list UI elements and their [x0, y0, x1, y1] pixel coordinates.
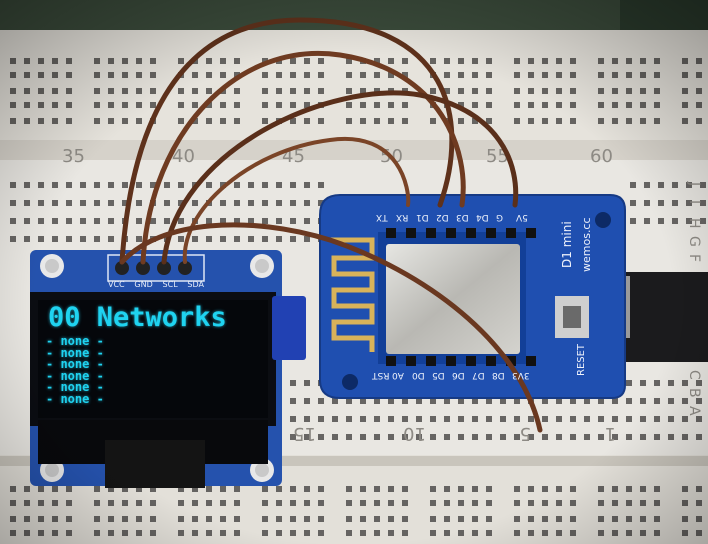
d1-pin-label: D8	[492, 370, 505, 380]
oled-headline: 00 Networks	[48, 302, 227, 333]
d1-pin-label: RX	[396, 212, 409, 222]
d1-pin-label: D1	[416, 212, 429, 222]
oled-network-line: - none -	[46, 357, 104, 371]
d1-pin-label: D4	[476, 212, 489, 222]
oled-network-line: - none -	[46, 391, 104, 406]
d1-brand-line1: D1 mini	[560, 221, 574, 268]
d1-pin-label: D3	[456, 212, 469, 222]
oled-pin-label: VCC	[108, 280, 125, 289]
d1-pin-label: D6	[452, 370, 465, 380]
oled-network-line: - none -	[46, 368, 104, 383]
oled-pin-label: SCL	[162, 280, 178, 289]
d1-pin-label: D2	[436, 212, 449, 222]
oled-pin-label: SDA	[187, 280, 204, 289]
d1-pin-label: D5	[432, 370, 445, 380]
d1-pin-label: G	[496, 212, 503, 222]
d1-pin-label: D0	[412, 370, 425, 380]
d1-pin-label: 5V	[516, 212, 528, 222]
oled-pin-labels: VCC GND SCL SDA	[108, 280, 204, 289]
d1-pin-label: D7	[472, 370, 485, 380]
d1-pin-label: A0	[392, 370, 404, 380]
d1-top-pin-labels: TX RX D1 D2 D3 D4 G 5V	[376, 212, 556, 226]
d1-pin-label: RST	[372, 370, 390, 380]
d1-pin-label: TX	[376, 212, 388, 222]
oled-pin-label: GND	[134, 280, 153, 289]
d1-pin-label: 3V3	[512, 370, 530, 380]
d1-brand-line2: wemos.cc	[580, 217, 593, 272]
oled-network-line: - none -	[46, 380, 104, 394]
oled-network-line: - none -	[46, 334, 104, 348]
d1-reset-label: RESET	[576, 343, 587, 376]
oled-network-line: - none -	[46, 345, 104, 360]
